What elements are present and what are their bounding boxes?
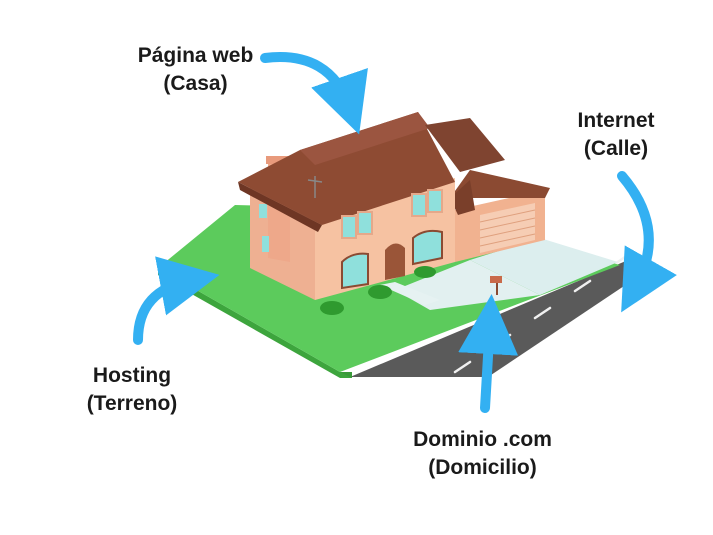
label-internet-title: Internet (577, 109, 655, 132)
label-pagina-web-title: Página web (137, 44, 254, 67)
label-dominio-sub: (Domicilio) (428, 456, 537, 479)
mailbox (490, 276, 502, 295)
label-hosting: Hosting (Terreno) (72, 362, 192, 418)
arrow-dominio (458, 294, 519, 413)
label-hosting-title: Hosting (92, 364, 172, 387)
label-internet: Internet (Calle) (560, 107, 672, 163)
arrow-hosting (133, 256, 220, 345)
arrow-internet (617, 171, 677, 313)
label-hosting-sub: (Terreno) (86, 392, 178, 415)
walkway (380, 282, 440, 305)
label-dominio: Dominio .com (Domicilio) (395, 426, 570, 482)
label-pagina-web: Página web (Casa) (118, 42, 273, 98)
bushes (320, 266, 436, 315)
garage (450, 170, 550, 262)
arrow-web (260, 52, 368, 135)
label-pagina-web-sub: (Casa) (163, 72, 228, 95)
label-dominio-title: Dominio .com (413, 428, 552, 451)
label-internet-sub: (Calle) (583, 137, 649, 160)
